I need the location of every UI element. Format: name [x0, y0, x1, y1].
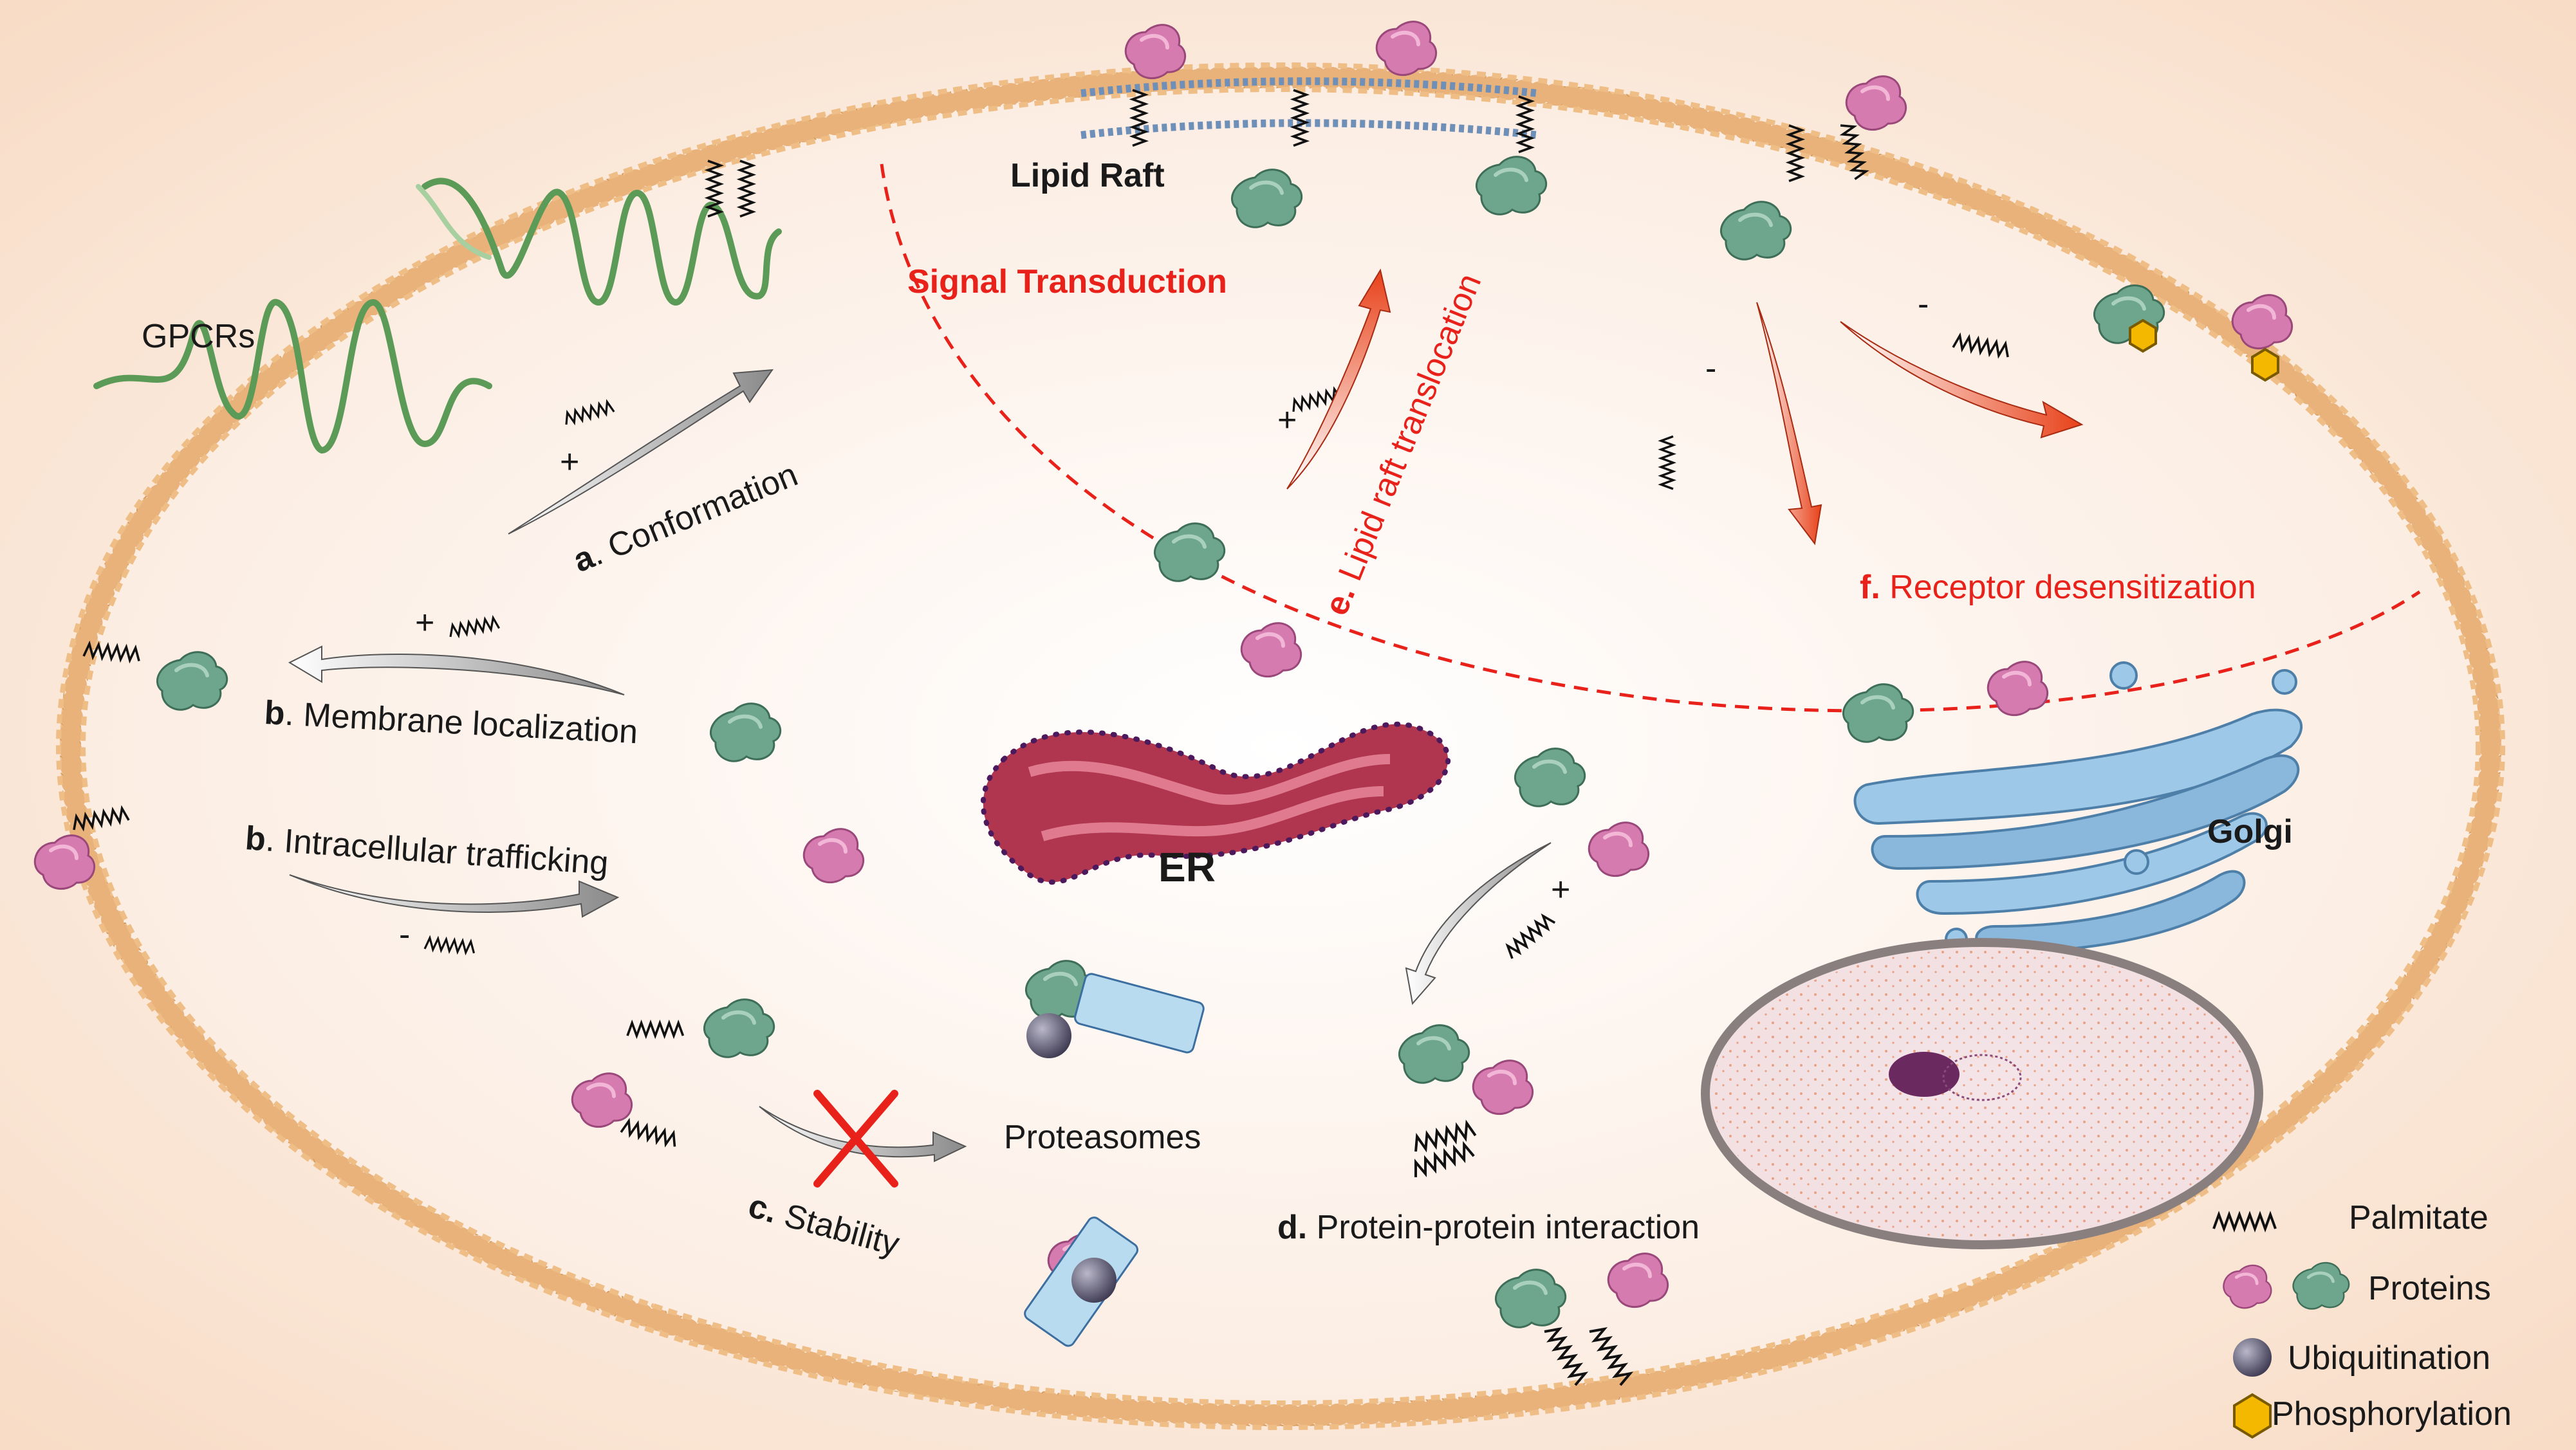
- label-gpcrs: GPCRs: [142, 318, 255, 355]
- membrane-inner-leaflet: [80, 87, 2481, 1406]
- legend-palmitate: Palmitate: [2349, 1199, 2488, 1236]
- legend-proteins: Proteins: [2368, 1270, 2491, 1307]
- sign-minus-f1: -: [1705, 350, 1716, 387]
- label-process-d: d. Protein-protein interaction: [1277, 1209, 1700, 1246]
- membrane-outer-leaflet: [56, 62, 2505, 1430]
- signaling-boundary-dashed: [880, 163, 2421, 713]
- gpcr-helices: [93, 178, 782, 454]
- legend-phosphorylation: Phosphorylation: [2272, 1395, 2512, 1433]
- legend-phosphorylation-icon: [2233, 1393, 2272, 1439]
- label-lipid-raft: Lipid Raft: [1010, 157, 1165, 194]
- phosphorylation-marks: [2129, 318, 2279, 382]
- sign-plus-d: +: [1551, 871, 1570, 908]
- membrane-texture: [60, 66, 2501, 1426]
- sign-plus-a: +: [560, 443, 579, 481]
- label-proteasomes: Proteasomes: [1004, 1119, 1201, 1156]
- nucleus: [1701, 938, 2263, 1249]
- label-er: ER: [1158, 844, 1216, 890]
- er-organelle: [980, 721, 1450, 885]
- arrows: [288, 268, 2084, 1162]
- lipid-raft: [1080, 77, 1539, 139]
- sign-plus-b: +: [415, 604, 434, 641]
- proteasomes: [1024, 961, 1205, 1347]
- label-signal-transduction: Signal Transduction: [907, 263, 1227, 300]
- label-process-f: f. Receptor desensitization: [1860, 569, 2256, 606]
- legend-ubiquitination: Ubiquitination: [2288, 1339, 2490, 1377]
- legend-ubiquitination-icon: [2233, 1338, 2272, 1377]
- label-golgi: Golgi: [2207, 813, 2293, 850]
- golgi-organelle: [1853, 661, 2303, 954]
- sign-minus-f2: -: [1918, 286, 1929, 323]
- blocked-x-icon: [813, 1090, 898, 1188]
- legend: Palmitate Proteins Ubiquitination Phosph…: [2212, 1199, 2512, 1439]
- sign-minus-b: -: [399, 916, 410, 953]
- sign-plus-e: +: [1277, 401, 1297, 439]
